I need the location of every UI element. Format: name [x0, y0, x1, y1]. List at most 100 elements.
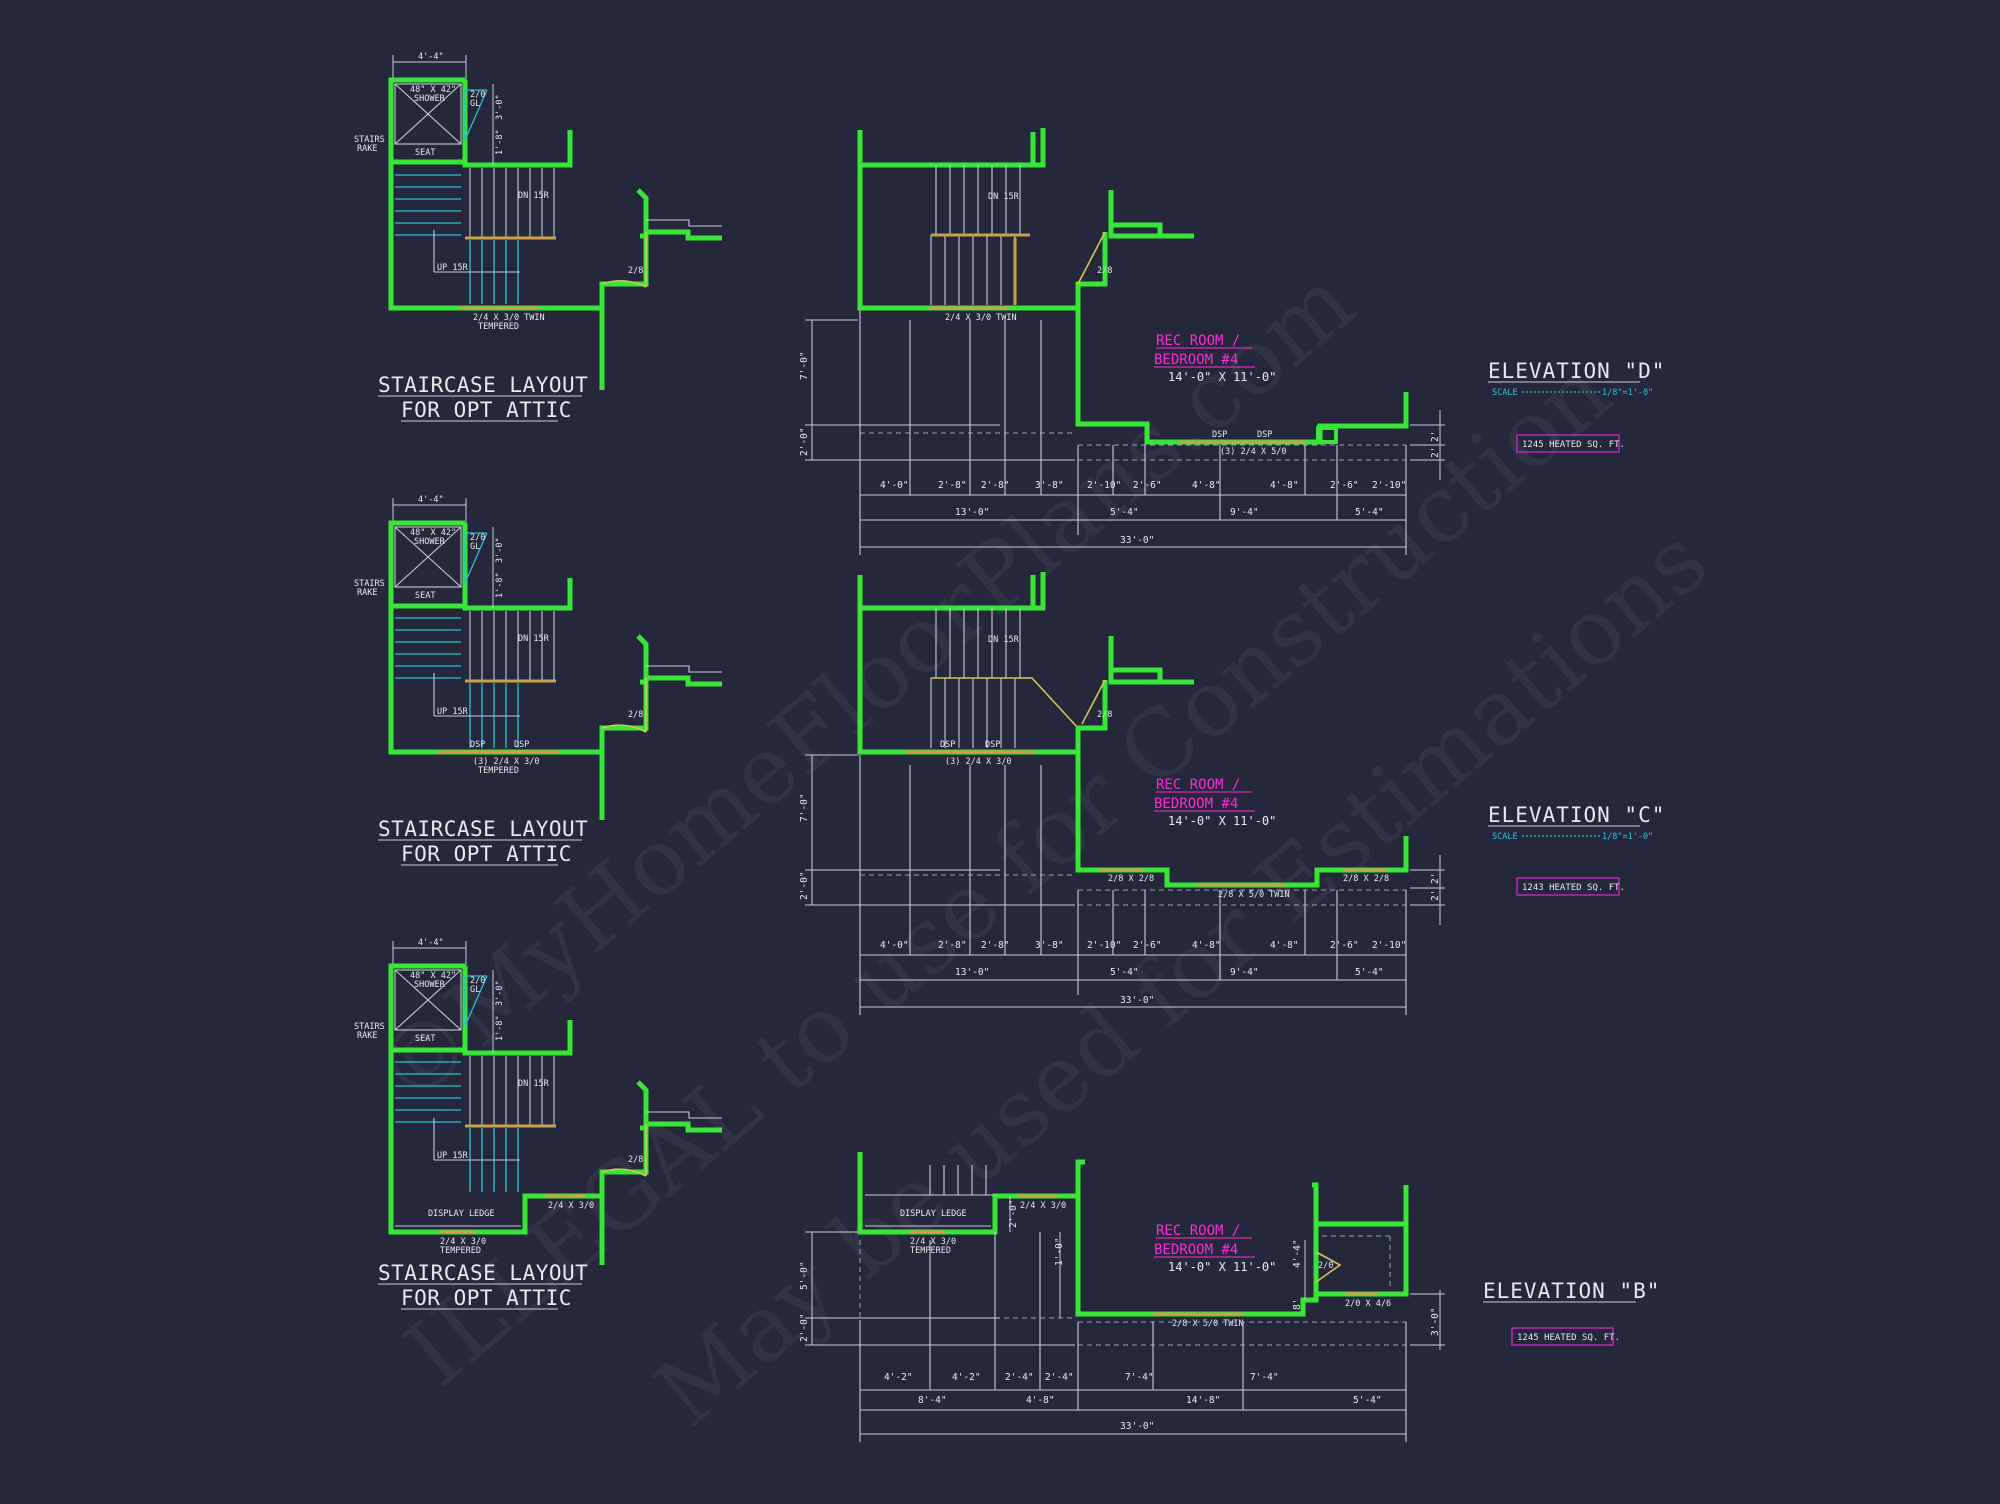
- right-dim-2: 2': [1430, 447, 1441, 458]
- ledge-label: DISPLAY LEDGE: [428, 1209, 495, 1219]
- room-name: REC ROOM /: [1156, 777, 1240, 793]
- dim-row1-1: 2'-8": [938, 940, 967, 951]
- room-dimensions: 14'-0" X 11'-0": [1168, 370, 1276, 384]
- dim-row1-3: 3'-8": [1035, 480, 1064, 491]
- dim-v-1: 3'-0": [495, 94, 505, 120]
- right-dim: 3'-0": [1430, 1307, 1441, 1336]
- right-dim-2: 2': [1430, 890, 1441, 901]
- dim-row1-7: 4'-8": [1270, 940, 1299, 951]
- dim-row1-8: 2'-6": [1330, 940, 1359, 951]
- dim-total: 33'-0": [1120, 995, 1154, 1006]
- closet-dim-1: 4'-4": [1292, 1239, 1303, 1268]
- dim-row2-1: 5'-4": [1110, 967, 1139, 978]
- staircase-title-2: FOR OPT ATTIC: [401, 398, 572, 422]
- right-dim-1: 2': [1430, 873, 1441, 884]
- dim-row2-2: 14'-8": [1186, 1395, 1220, 1406]
- front-window-label: 2/8 X 5/0 TWIN: [1218, 890, 1290, 900]
- staircase-title-2: FOR OPT ATTIC: [401, 842, 572, 866]
- door-label: 2/8: [1097, 266, 1112, 276]
- window-label-2: TEMPERED: [440, 1246, 481, 1256]
- inner-dim-1: 2'-0": [1008, 1199, 1019, 1228]
- door-label: 2/8: [628, 710, 643, 720]
- top-window-label: 2/4 X 3/0: [910, 1237, 956, 1247]
- door-label: 2/8: [1097, 710, 1112, 720]
- dsp-2: DSP: [1257, 430, 1272, 440]
- scale-value: 1/8"=1'-0": [1602, 388, 1653, 398]
- dim-row1-0: 4'-0": [880, 940, 909, 951]
- dim-row1-7: 4'-8": [1270, 480, 1299, 491]
- room-name-2: BEDROOM #4: [1154, 1242, 1238, 1258]
- dim-v-2: 1'-8": [495, 572, 505, 598]
- top-window-label: (3) 2/4 X 3/0: [945, 757, 1012, 767]
- room-name: REC ROOM /: [1156, 333, 1240, 349]
- dim-v-2: 1'-8": [495, 1015, 505, 1041]
- elevation-d-title: ELEVATION "D": [1488, 359, 1665, 383]
- rake-label: RAKE: [357, 588, 377, 598]
- dim-row1-1: 4'-2": [952, 1372, 981, 1383]
- up-label: UP 15R: [437, 263, 469, 273]
- left-dim-1: 5'-0": [799, 1261, 810, 1290]
- elevation-c-title: ELEVATION "C": [1488, 803, 1665, 827]
- room-dimensions: 14'-0" X 11'-0": [1168, 814, 1276, 828]
- up-label: UP 15R: [437, 1151, 469, 1161]
- elevation-c-plan: DN 15R DSP DSP (3) 2/4 X 3/0 2/8 REC ROO…: [799, 572, 1445, 1015]
- staircase-title-1: STAIRCASE LAYOUT: [378, 817, 588, 841]
- shower-size: 48" X 42": [410, 971, 456, 981]
- dim-row1-6: 4'-8": [1192, 940, 1221, 951]
- closet-dim-2: 8': [1292, 1299, 1303, 1310]
- scale-label: SCALE: [1492, 832, 1518, 842]
- dim-row2-0: 8'-4": [918, 1395, 947, 1406]
- dim-row2-2: 9'-4": [1230, 507, 1259, 518]
- shower-label: SHOWER: [414, 537, 446, 547]
- door-gl-2: GL: [470, 542, 480, 552]
- dim-row1-9: 2'-10": [1372, 480, 1406, 491]
- shower-size: 48" X 42": [410, 528, 456, 538]
- dim-row1-2: 2'-8": [981, 480, 1010, 491]
- top-window-label: 2/4 X 3/0 TWIN: [945, 313, 1017, 323]
- dim-row2-0: 13'-0": [955, 967, 989, 978]
- elevation-b-title-block: ELEVATION "B" 1245 HEATED SQ. FT.: [1483, 1279, 1659, 1346]
- left-dim-2: 2'-0": [799, 1313, 810, 1342]
- heated-sqft: 1243 HEATED SQ. FT.: [1522, 883, 1625, 893]
- left-dim-1: 7'-0": [799, 351, 810, 380]
- scale-label: SCALE: [1492, 388, 1518, 398]
- staircase-layout-3: 4'-4" 48" X 42" SHOWER SEAT 2/0 GL 3'-0"…: [354, 938, 722, 1310]
- dim-total: 33'-0": [1120, 535, 1154, 546]
- top-dimension: 4'-4": [418, 495, 444, 505]
- rake-label: RAKE: [357, 144, 377, 154]
- dim-row2-0: 13'-0": [955, 507, 989, 518]
- room-dimensions: 14'-0" X 11'-0": [1168, 1260, 1276, 1274]
- left-dim-2: 2'-0": [799, 871, 810, 900]
- door-label: 2/0: [1318, 1261, 1333, 1271]
- staircase-title-2: FOR OPT ATTIC: [401, 1286, 572, 1310]
- dim-row1-2: 2'-8": [981, 940, 1010, 951]
- window-a: 2/8 X 2/8: [1108, 874, 1154, 884]
- window-label-2: TEMPERED: [478, 322, 519, 332]
- dsp-1: DSP: [940, 740, 955, 750]
- inner-dim-2: 1'-0": [1054, 1237, 1065, 1266]
- dim-row1-8: 2'-6": [1330, 480, 1359, 491]
- door-gl: 2/0: [470, 90, 485, 100]
- rake-label: RAKE: [357, 1031, 377, 1041]
- room-name-2: BEDROOM #4: [1154, 796, 1238, 812]
- left-dim-1: 7'-0": [799, 793, 810, 822]
- window-label: (3) 2/4 X 3/0: [473, 757, 540, 767]
- dim-row1-3: 2'-4": [1045, 1372, 1074, 1383]
- right-dim-1: 2': [1430, 431, 1441, 442]
- top-dimension: 4'-4": [418, 938, 444, 948]
- window-b: 2/8 X 2/8: [1343, 874, 1389, 884]
- door-label: 2/8: [628, 1155, 643, 1165]
- seat-label: SEAT: [415, 1034, 435, 1044]
- dim-row1-9: 2'-10": [1372, 940, 1406, 951]
- dim-row1-4: 2'-10": [1087, 480, 1121, 491]
- dim-row1-2: 2'-4": [1005, 1372, 1034, 1383]
- dn-label: DN 15R: [518, 1079, 550, 1089]
- dim-row1-4: 2'-10": [1087, 940, 1121, 951]
- dim-total: 33'-0": [1120, 1421, 1154, 1432]
- shower-size: 48" X 42": [410, 85, 456, 95]
- scale-value: 1/8"=1'-0": [1602, 832, 1653, 842]
- staircase-title-1: STAIRCASE LAYOUT: [378, 1261, 588, 1285]
- front-window-label: (3) 2/4 X 5/0: [1220, 447, 1287, 457]
- dim-row1-1: 2'-8": [938, 480, 967, 491]
